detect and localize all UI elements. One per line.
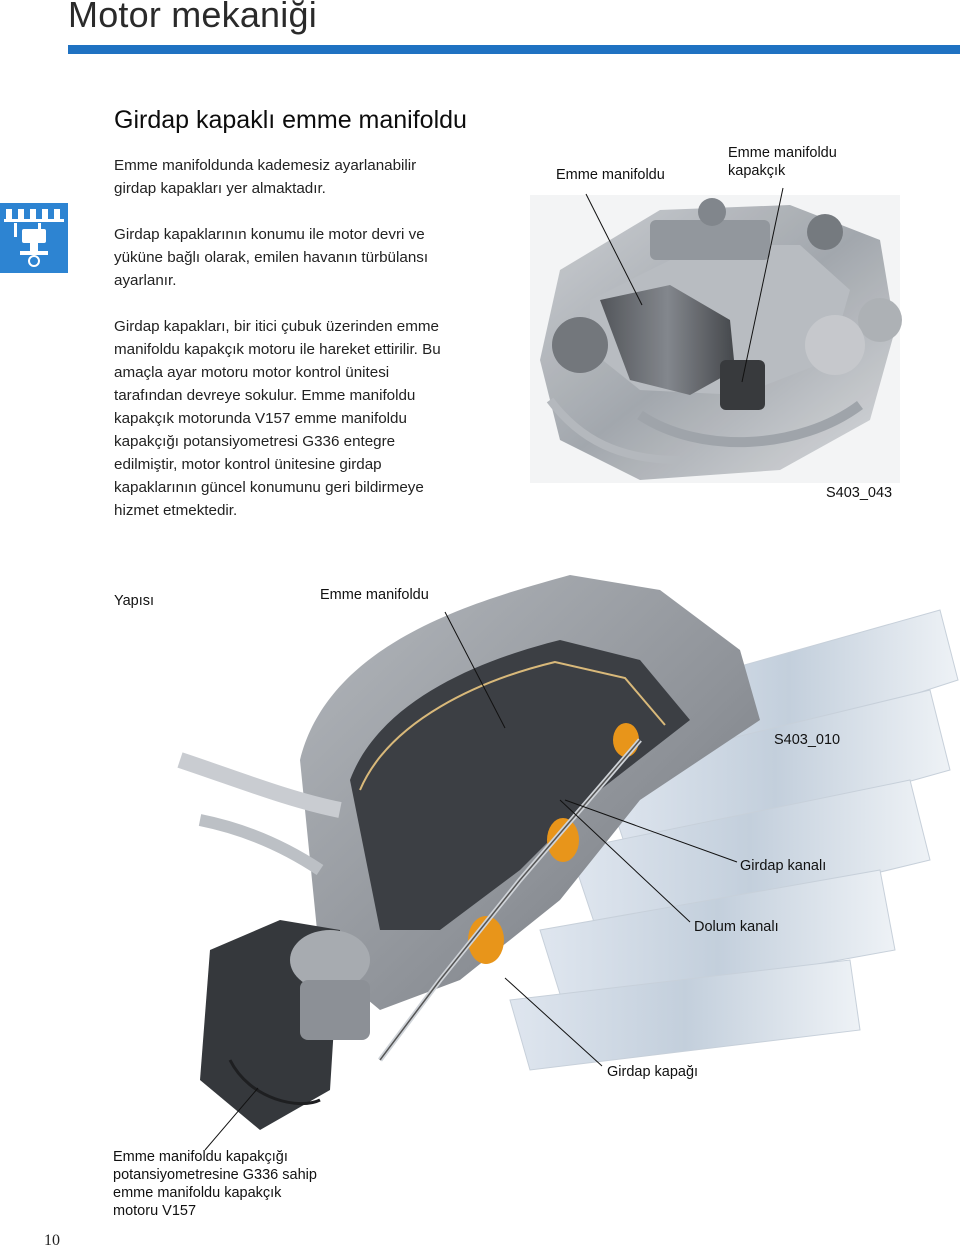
text-line: Emme manifoldu kapakçığı bbox=[113, 1149, 288, 1165]
page-number: 10 bbox=[44, 1232, 60, 1249]
label-dolum-kanali: Dolum kanalı bbox=[694, 919, 779, 935]
figure-code-1: S403_043 bbox=[826, 485, 893, 501]
label-actuator-motor: Emme manifoldu kapakçığı potansiyometres… bbox=[113, 1148, 317, 1220]
text-line: kapakçık motorunda V157 emme manifoldu bbox=[114, 410, 407, 427]
label-girdap-kanali: Girdap kanalı bbox=[740, 858, 827, 874]
label-emme-manifoldu-bottom: Emme manifoldu bbox=[320, 587, 429, 603]
paragraph-position: Girdap kapaklarının konumu ile motor dev… bbox=[114, 223, 428, 292]
paragraph-actuation: Girdap kapakları, bir itici çubuk üzerin… bbox=[114, 315, 441, 522]
text-line: girdap kapakları yer almaktadır. bbox=[114, 180, 326, 197]
text-line: yüküne bağlı olarak, emilen havanın türb… bbox=[114, 249, 429, 266]
text-line: kapaklarının güncel konumunu geri bildir… bbox=[114, 479, 424, 496]
text-line: hizmet etmektedir. bbox=[114, 502, 238, 519]
label-yapisi: Yapısı bbox=[114, 593, 155, 609]
text-line: kapakçığı potansiyometresi G336 entegre bbox=[114, 433, 396, 450]
figure-code-2: S403_010 bbox=[774, 732, 841, 748]
text-line: tarafından devreye sokulur. Emme manifol… bbox=[114, 387, 416, 404]
text-line: Emme manifoldu bbox=[728, 145, 837, 161]
text-line: ayarlanır. bbox=[114, 272, 177, 289]
text-line: Emme manifoldunda kademesiz ayarlanabili… bbox=[114, 157, 417, 174]
text-line: potansiyometresine G336 sahip bbox=[113, 1167, 317, 1183]
section-title: Girdap kapaklı emme manifoldu bbox=[114, 106, 467, 134]
text-line: Girdap kapaklarının konumu ile motor dev… bbox=[114, 226, 425, 243]
text-line: Girdap kapakları, bir itici çubuk üzerin… bbox=[114, 318, 439, 335]
label-emme-manifoldu-top: Emme manifoldu bbox=[556, 167, 665, 183]
chapter-side-tab bbox=[0, 203, 68, 273]
header-accent-bar bbox=[68, 45, 960, 54]
text-line: emme manifoldu kapakçık bbox=[113, 1185, 282, 1201]
text-line: kapakçık bbox=[728, 163, 786, 179]
text-line: edilmiştir, motor kontrol ünitesine gird… bbox=[114, 456, 382, 473]
text-line: motoru V157 bbox=[113, 1203, 197, 1219]
label-flap-top: Emme manifoldu kapakçık bbox=[728, 144, 837, 180]
paragraph-intro: Emme manifoldunda kademesiz ayarlanabili… bbox=[114, 154, 416, 200]
engine-piston-icon bbox=[4, 209, 64, 267]
text-line: amaçla ayar motoru motor kontrol ünitesi bbox=[114, 364, 390, 381]
label-girdap-kapagi: Girdap kapağı bbox=[607, 1064, 699, 1080]
text-line: manifoldu kapakçık motoru ile hareket et… bbox=[114, 341, 441, 358]
page-header-title: Motor mekaniği bbox=[68, 0, 317, 35]
